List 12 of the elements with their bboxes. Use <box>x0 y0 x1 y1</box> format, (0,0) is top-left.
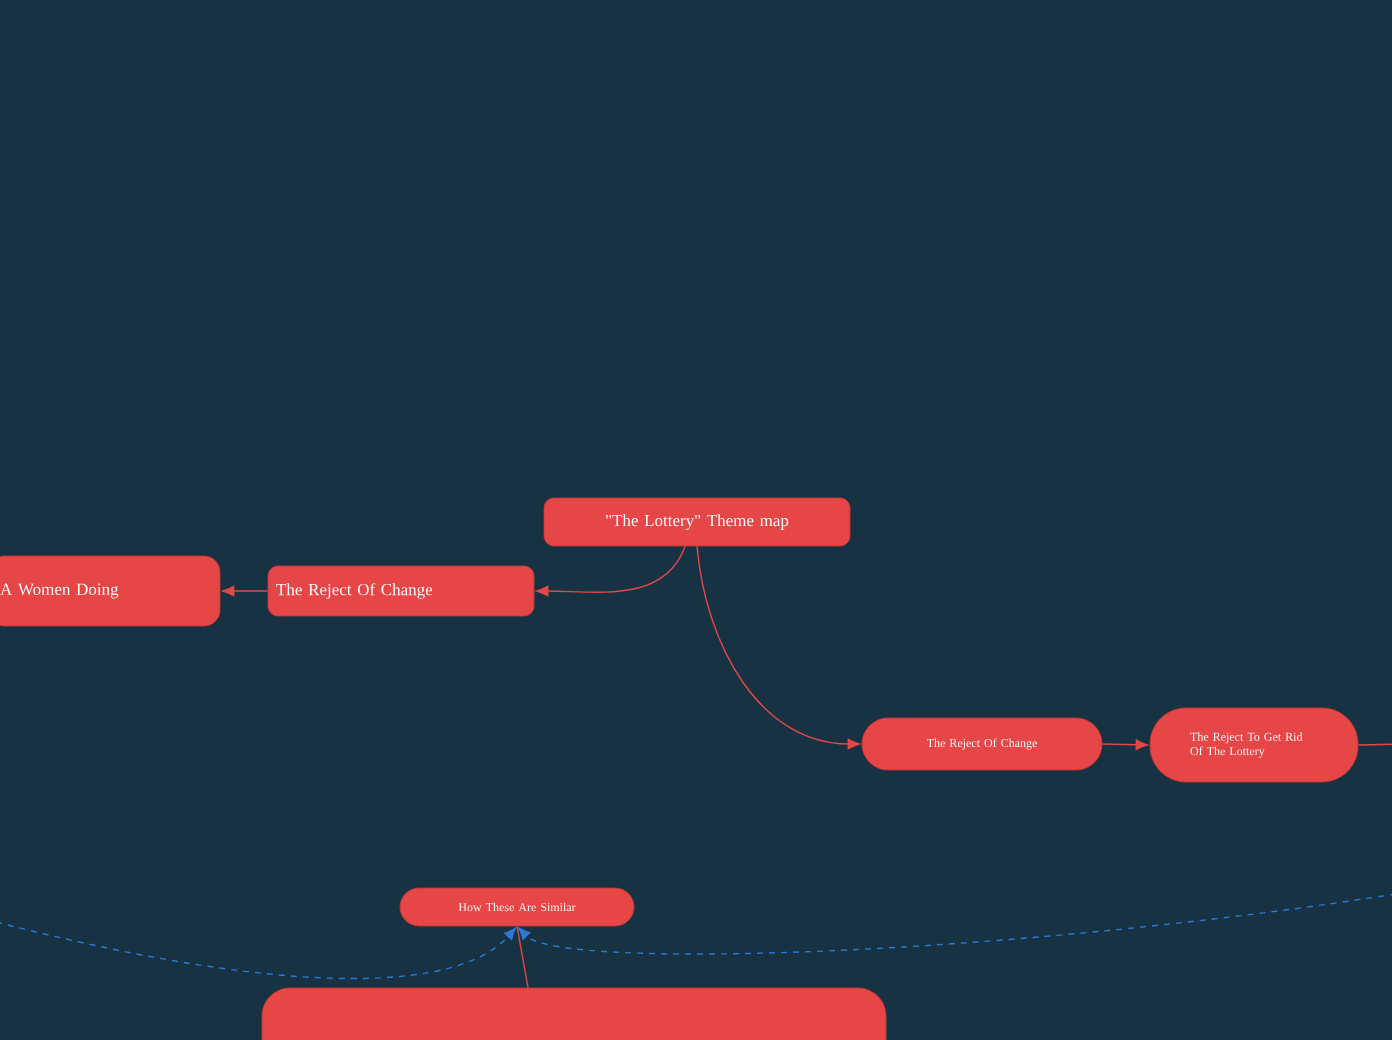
empty-box <box>261 987 887 1040</box>
topic-box: The Reject Of Change <box>267 565 535 617</box>
central-topic-box: "The Lottery" Theme map <box>543 497 851 547</box>
topic-box: A Women Doing <box>0 555 221 627</box>
dashed-connector <box>518 893 1392 955</box>
connector <box>222 585 269 597</box>
connector <box>1101 739 1148 751</box>
connector <box>1357 743 1392 746</box>
connector <box>696 545 860 750</box>
dashed-connector <box>0 921 516 980</box>
connector <box>536 545 686 597</box>
connector <box>516 925 529 989</box>
